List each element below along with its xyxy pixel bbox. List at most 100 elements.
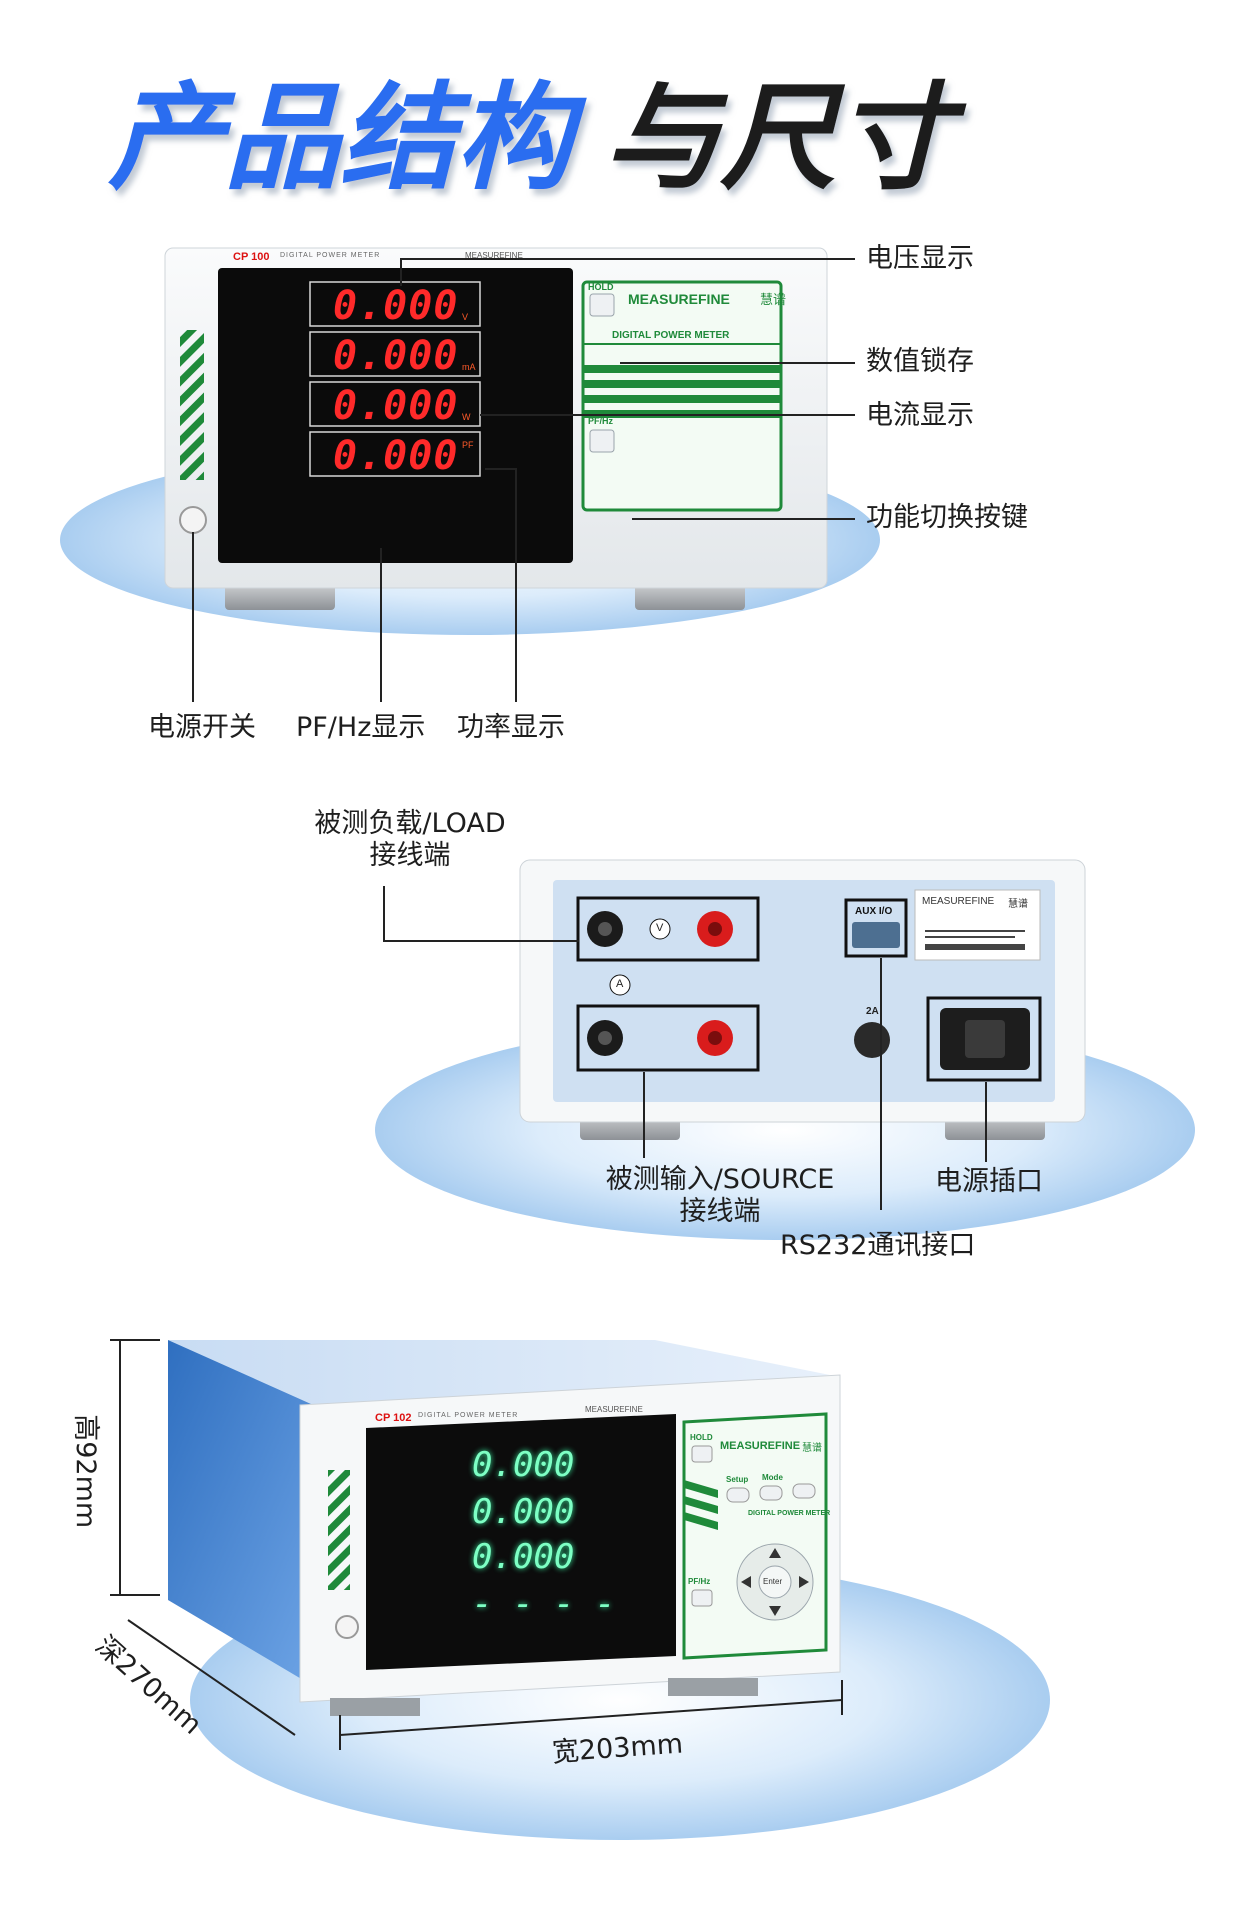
reading-current-unit: mA [462, 362, 476, 372]
dim-side-face [168, 1340, 320, 1690]
dimension-view-figure [110, 1339, 1050, 1840]
rear-brand-cn: 慧谱 [1008, 899, 1028, 910]
dim-hold-label: HOLD [690, 1433, 713, 1442]
leader-voltage-h [400, 258, 855, 260]
dim-panel-caption: DIGITAL POWER METER [748, 1510, 831, 1517]
reading-power-value: 0.000 [333, 383, 459, 429]
callout-current: 电流显示 [866, 400, 974, 431]
dim-strip-brand: MEASUREFINE [585, 1405, 643, 1414]
front-strip-text: DIGITAL POWER METER [280, 252, 381, 259]
dim-mode-label: Mode [762, 1473, 783, 1482]
dim-enter-button [758, 1565, 792, 1599]
dim-hold-button [691, 1445, 713, 1463]
dim-reading-3: 0.000 [472, 1537, 575, 1577]
callout-rs232: RS232通讯接口 [780, 1230, 976, 1261]
hold-button [589, 293, 615, 317]
reading-box-current [309, 331, 481, 377]
voltmeter-symbol [649, 918, 671, 940]
hold-label: HOLD [588, 282, 614, 292]
title-part-dark: 与尺寸 [604, 71, 967, 206]
reading-voltage-unit: V [462, 312, 469, 322]
leader-rs232 [880, 958, 882, 1210]
callout-source-line1: 被测输入/SOURCE [605, 1164, 835, 1195]
aux-port [852, 922, 900, 948]
reading-pfhz-unit: PF [462, 440, 474, 450]
dim-panel-brand: MEASUREFINE [720, 1440, 801, 1452]
dim-setup-label: Setup [726, 1475, 749, 1484]
load-terminal-box [576, 896, 760, 962]
reading-pfhz-value: 0.000 [333, 433, 459, 479]
leader-load-h [383, 940, 579, 942]
dim-setup-button [726, 1487, 750, 1503]
dim-pfhz-button [691, 1589, 713, 1607]
dim-reading-4: - - - - [472, 1584, 616, 1624]
dim-panel-brand-cn: 慧谱 [802, 1443, 822, 1454]
dim-enter-label: Enter [763, 1577, 783, 1586]
callout-pfhz: PF/Hz显示 [296, 712, 426, 743]
dim-width-line [339, 1699, 843, 1736]
dim-model-label: CP 102 [375, 1412, 412, 1424]
leader-load-v [383, 886, 385, 941]
dim-depth-line [127, 1619, 296, 1736]
rear-view-figure [375, 859, 1195, 1240]
dim-strip-text: DIGITAL POWER METER [418, 1412, 519, 1419]
title-part-blue: 产品结构 [108, 71, 587, 206]
front-panel-brand: MEASUREFINE [628, 291, 730, 307]
callout-power-socket: 电源插口 [935, 1166, 1043, 1197]
leader-current [480, 414, 855, 416]
reading-power-unit: W [462, 412, 471, 422]
fuse-holder [854, 1022, 890, 1058]
leader-power-v [515, 468, 517, 702]
front-model-label: CP 100 [233, 251, 270, 263]
front-view-figure [60, 247, 880, 635]
reading-box-pfhz [309, 431, 481, 477]
rear-brand: MEASUREFINE [922, 896, 995, 907]
leader-voltage-v [400, 258, 402, 286]
source-terminal-box [576, 1004, 760, 1072]
dim-nav-down-icon [769, 1606, 781, 1616]
front-panel-divider [583, 343, 781, 345]
callout-load-line2: 接线端 [369, 840, 451, 872]
front-stripe-panel [180, 330, 204, 480]
aux-label: AUX I/O [855, 906, 893, 917]
callout-func: 功能切换按键 [866, 502, 1028, 533]
callout-source: 被测输入/SOURCE 接线端 [590, 1164, 850, 1229]
dim-extra-button [792, 1483, 816, 1499]
reading-box-voltage [309, 281, 481, 327]
dim-nav-left-icon [741, 1576, 751, 1588]
pfhz-button [589, 429, 615, 453]
rear-v-symbol: V [656, 922, 664, 934]
leader-pfhz [380, 548, 382, 702]
reading-voltage-value: 0.000 [333, 283, 459, 329]
dim-top-face [168, 1340, 830, 1408]
callout-power-display: 功率显示 [457, 712, 565, 743]
dim-display-window [366, 1414, 676, 1670]
dim-mode-button [759, 1485, 783, 1501]
dim-power-button [335, 1615, 359, 1639]
dim-pfhz-label: PF/Hz [688, 1577, 711, 1586]
dim-height-label: 高92mm [70, 1414, 102, 1529]
dim-reading-1: 0.000 [472, 1445, 575, 1485]
callout-load: 被测负载/LOAD 接线端 [280, 808, 540, 873]
front-panel-caption: DIGITAL POWER METER [612, 330, 730, 341]
rear-a-symbol: A [616, 978, 624, 990]
front-strip-brand: MEASUREFINE [465, 251, 523, 260]
leader-socket [985, 1082, 987, 1162]
leader-power-h [485, 468, 515, 470]
callout-load-line1: 被测负载/LOAD [314, 808, 506, 839]
reading-box-power [309, 381, 481, 427]
callout-hold: 数值锁存 [866, 346, 974, 377]
front-display-window [218, 268, 573, 563]
power-socket-box [926, 996, 1042, 1082]
ammeter-symbol [609, 974, 631, 996]
dim-reading-2: 0.000 [472, 1492, 575, 1532]
aux-port-box [844, 898, 908, 958]
fuse-label: 2A [866, 1006, 879, 1017]
leader-func [632, 518, 855, 520]
pfhz-label: PF/Hz [588, 416, 614, 426]
page-title: 产品结构 与尺寸 [108, 71, 967, 206]
callout-power-switch: 电源开关 [148, 712, 256, 743]
dim-stripe-panel [328, 1470, 350, 1590]
leader-switch [192, 532, 194, 702]
dim-nav-right-icon [799, 1576, 809, 1588]
